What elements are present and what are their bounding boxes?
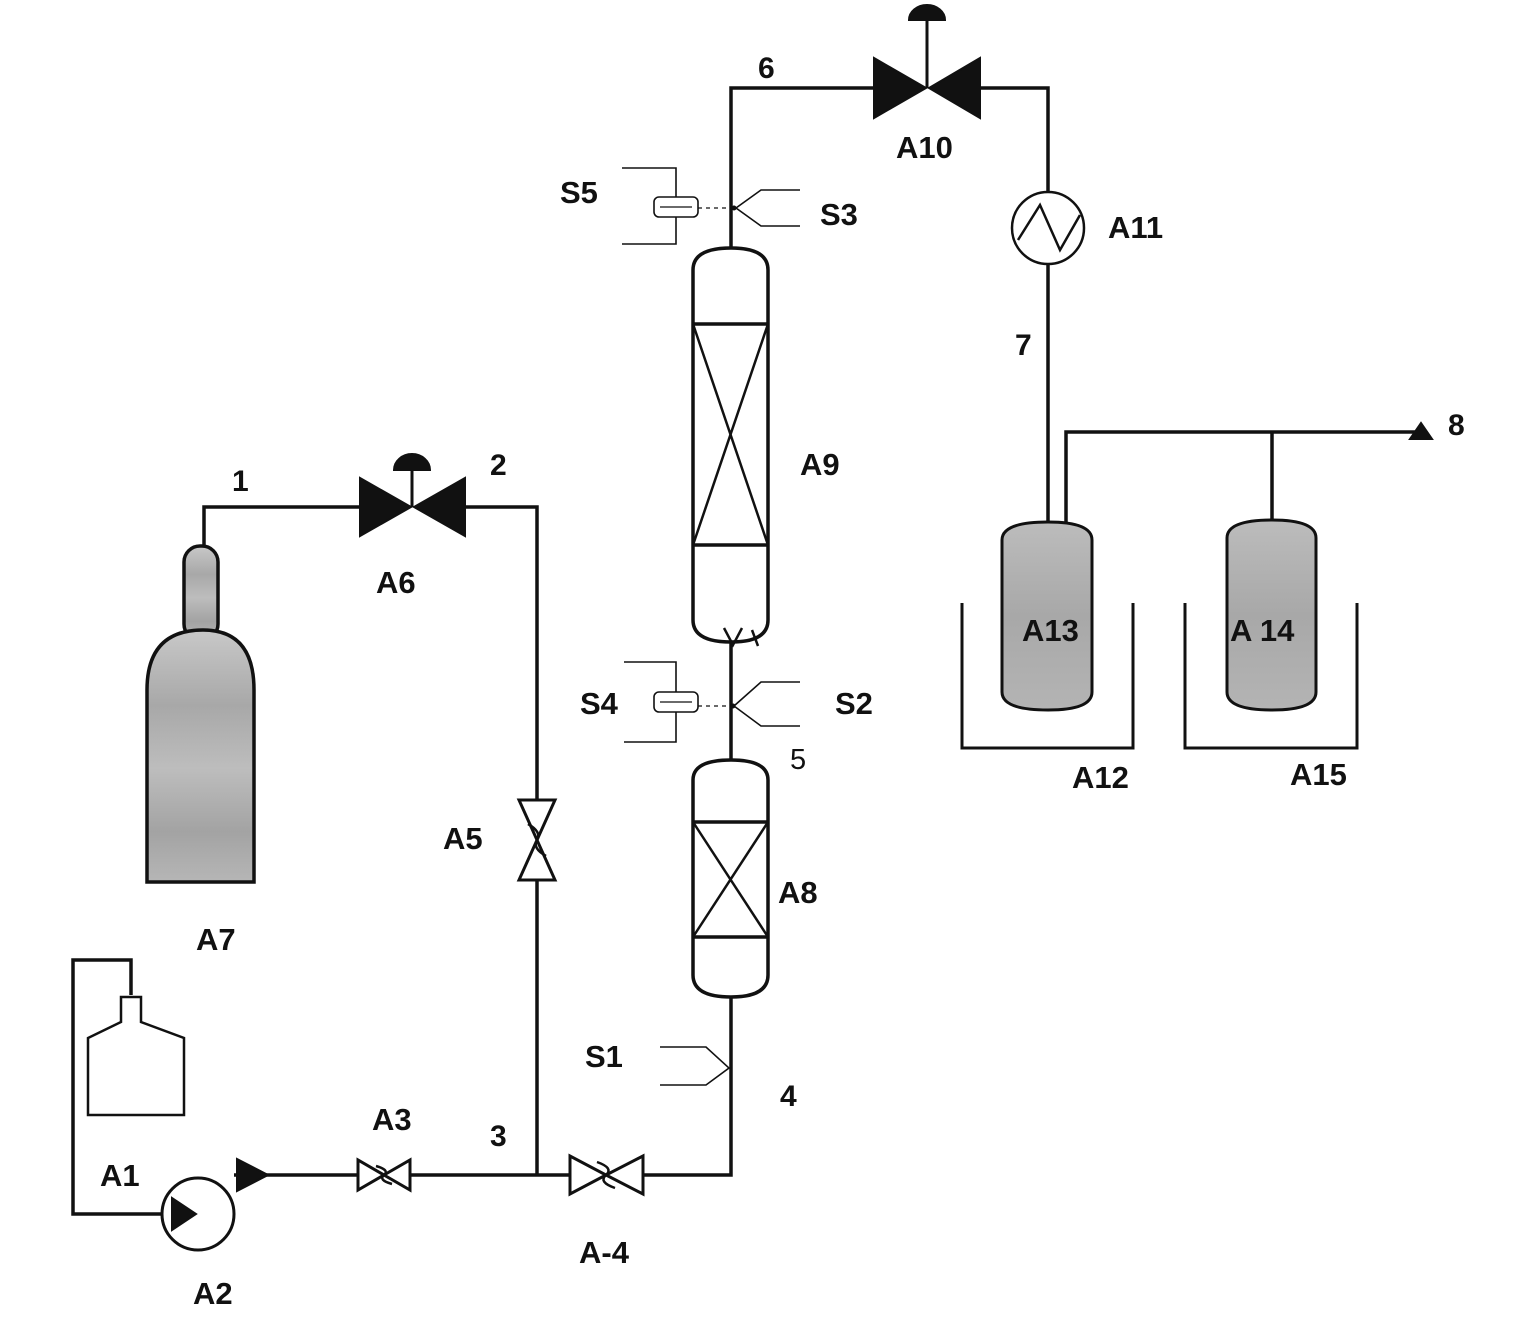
label-A12: A12: [1072, 760, 1129, 795]
label-S1: S1: [585, 1039, 623, 1074]
pipe-stream-1: [202, 505, 360, 548]
pipe-a10-to-a11: [980, 86, 1050, 192]
label-S2: S2: [835, 686, 873, 721]
label-stream-3: 3: [490, 1120, 507, 1153]
cold-bath-A12: [960, 603, 1135, 750]
label-A7: A7: [196, 922, 236, 957]
label-S4: S4: [580, 686, 619, 721]
thermocouple-S3: [734, 189, 800, 227]
label-A9: A9: [800, 447, 840, 482]
label-A5: A5: [443, 821, 483, 856]
pipe-feed-suction: [71, 958, 170, 1216]
pipe-stream-4: [643, 995, 733, 1177]
pump-arrow-icon: [171, 1196, 198, 1232]
label-A8: A8: [778, 875, 818, 910]
label-A1: A1: [100, 1158, 140, 1193]
label-stream-7: 7: [1015, 329, 1032, 362]
label-A3: A3: [372, 1102, 412, 1137]
thermocouple-S1: [660, 1046, 731, 1086]
flow-arrow-icon: [236, 1157, 271, 1193]
pipe-stream-2: [465, 505, 539, 800]
needle-valve-A3: [356, 1157, 412, 1193]
label-A13: A13: [1022, 613, 1079, 648]
label-stream-1: 1: [232, 465, 249, 498]
control-valve-A6: [359, 453, 466, 538]
feed-bottle-A1: [86, 995, 186, 1117]
vent-arrow-icon: [1408, 421, 1434, 440]
labels: 1 2 3 4 5 6 7 8 A1 A2 A3 A-4 A5 A6 A7 A8…: [100, 52, 1465, 1311]
label-A14: A 14: [1230, 613, 1295, 648]
pipe-stream-6: [729, 86, 874, 248]
control-valve-A10: [873, 4, 981, 120]
label-A4: A-4: [579, 1235, 630, 1270]
piping: [71, 86, 1418, 1216]
pressure-sensor-S4: [624, 661, 736, 743]
label-A15: A15: [1290, 757, 1347, 792]
gas-cylinder-A7: [145, 544, 256, 884]
label-S3: S3: [820, 197, 858, 232]
label-stream-2: 2: [490, 449, 507, 482]
thermocouple-S2: [732, 681, 800, 727]
pump-A2: [160, 1157, 271, 1252]
label-A6: A6: [376, 565, 416, 600]
label-stream-4: 4: [780, 1080, 797, 1113]
label-stream-8: 8: [1448, 409, 1465, 442]
needle-valve-A4: [568, 1153, 645, 1197]
label-S5: S5: [560, 175, 598, 210]
label-stream-5: 5: [790, 744, 806, 776]
label-stream-6: 6: [758, 52, 775, 85]
heat-exchanger-A11: [1010, 190, 1086, 266]
pressure-sensor-S5: [622, 167, 737, 245]
pipe-vent-header: [1064, 430, 1418, 522]
reactor-A8: [691, 758, 770, 999]
label-A11: A11: [1108, 210, 1163, 245]
label-A10: A10: [896, 130, 953, 165]
collector-A13: [1000, 520, 1094, 712]
label-A2: A2: [193, 1276, 233, 1311]
reactor-A9: [691, 246, 770, 648]
needle-valve-A5: [516, 798, 558, 882]
cold-bath-A15: [1183, 603, 1359, 750]
collector-A14: [1225, 518, 1318, 712]
